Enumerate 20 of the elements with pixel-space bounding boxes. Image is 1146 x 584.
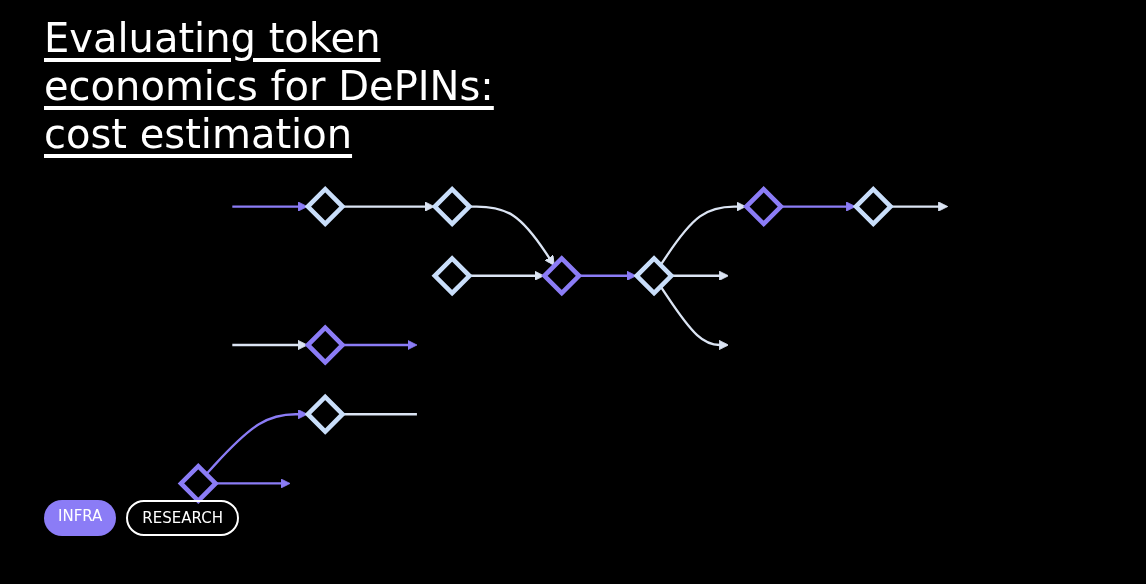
node-diamond — [177, 462, 219, 505]
arrow — [659, 285, 729, 351]
node-diamond — [633, 255, 675, 297]
category-tag: INFRA — [44, 500, 117, 536]
node-diamond — [304, 324, 346, 366]
node-diamond — [852, 185, 894, 228]
node-diamond — [304, 185, 346, 228]
category-tag: RESEARCH — [126, 500, 239, 536]
node-diamond — [743, 185, 785, 228]
arrow — [205, 409, 308, 476]
arrow — [215, 478, 291, 489]
arrow — [780, 201, 856, 212]
arrow — [232, 339, 308, 351]
node-diamond — [431, 185, 473, 228]
title: Evaluating token economics for DePINs: cost estimation — [44, 14, 495, 158]
node-diamond — [431, 255, 473, 297]
node-diamond — [541, 255, 583, 297]
node-diamond — [304, 393, 346, 435]
arrow — [890, 201, 949, 212]
arrow — [232, 201, 308, 212]
